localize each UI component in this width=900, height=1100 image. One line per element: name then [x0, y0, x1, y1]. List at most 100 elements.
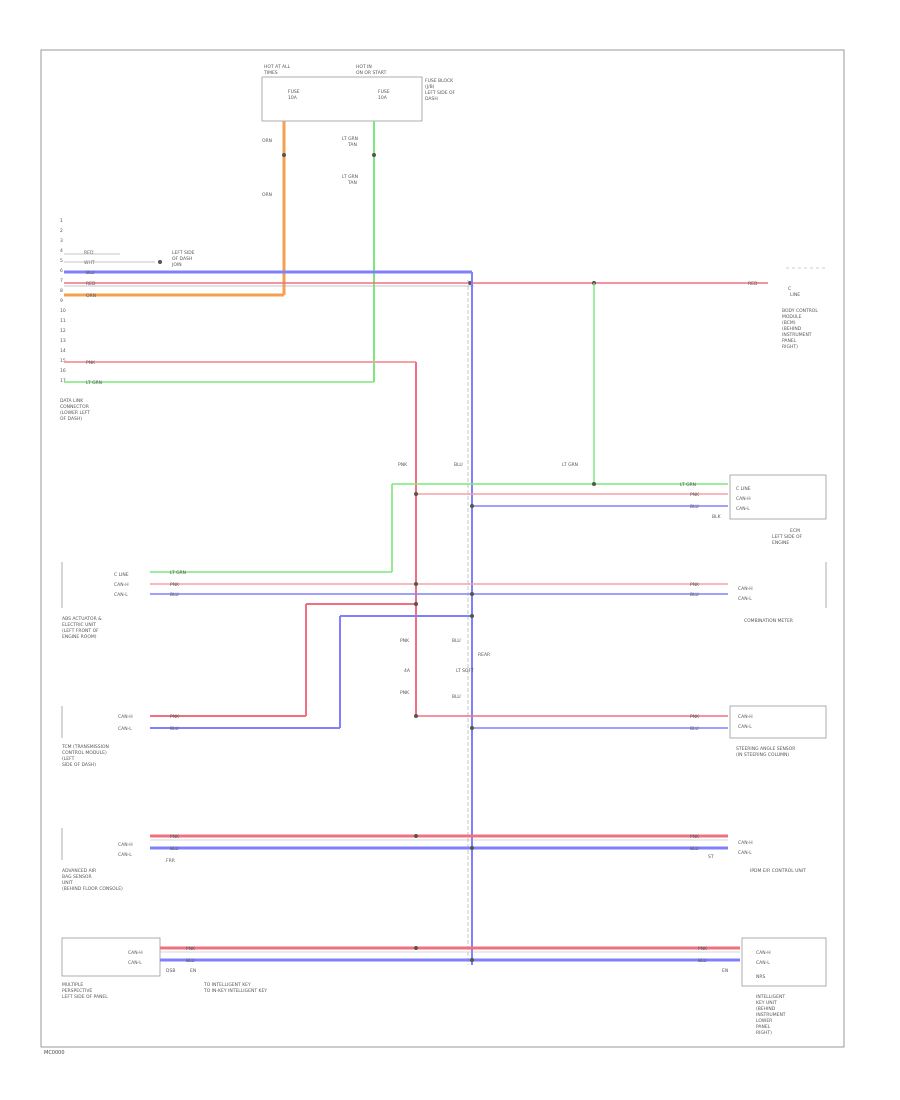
svg-text:BLU: BLU [170, 726, 179, 732]
svg-text:INSTRUMENT: INSTRUMENT [782, 332, 812, 338]
svg-text:PNK: PNK [170, 714, 180, 720]
svg-text:2: 2 [60, 228, 63, 234]
svg-text:CAN-H: CAN-H [114, 582, 129, 588]
svg-text:RIGHT): RIGHT) [782, 344, 798, 350]
svg-text:ENGINE ROOM): ENGINE ROOM) [62, 634, 97, 640]
svg-text:CONTROL MODULE): CONTROL MODULE) [62, 750, 107, 756]
diagram-frame [40, 49, 845, 1048]
svg-text:LT SOFT: LT SOFT [456, 668, 474, 674]
svg-text:BLU: BLU [690, 846, 699, 852]
svg-text:TAN: TAN [347, 180, 357, 186]
svg-text:(J/B): (J/B) [425, 84, 435, 90]
svg-text:PNK: PNK [86, 360, 96, 366]
svg-text:ORN: ORN [262, 192, 272, 198]
svg-text:PANEL: PANEL [756, 1024, 771, 1030]
svg-text:PNK: PNK [690, 492, 700, 498]
svg-text:ENGINE: ENGINE [772, 540, 789, 546]
svg-text:EN: EN [722, 968, 728, 974]
svg-text:(BEHIND FLOOR CONSOLE): (BEHIND FLOOR CONSOLE) [62, 886, 123, 892]
svg-text:(BEHIND: (BEHIND [782, 326, 802, 332]
svg-text:OF DASH: OF DASH [172, 256, 192, 262]
svg-text:FUSE: FUSE [288, 89, 300, 95]
svg-text:WHT: WHT [84, 260, 95, 266]
svg-text:LEFT SIDE: LEFT SIDE [172, 250, 195, 256]
svg-text:8: 8 [60, 288, 63, 294]
svg-text:CAN-L: CAN-L [738, 596, 752, 602]
svg-text:17: 17 [60, 378, 66, 384]
svg-text:1: 1 [60, 218, 63, 224]
svg-text:15: 15 [60, 358, 66, 364]
svg-text:C: C [788, 286, 791, 292]
row-abs-module: C LINE CAN-H CAN-L LT GRN PNK BLU ABS ACTUAT… [61, 562, 827, 640]
svg-text:LINE: LINE [790, 292, 800, 298]
svg-text:C LINE: C LINE [736, 486, 751, 492]
svg-text:PNK: PNK [400, 690, 410, 696]
svg-text:6: 6 [60, 268, 63, 274]
svg-text:INTELLIGENT: INTELLIGENT [756, 994, 785, 1000]
svg-text:FUSE BLOCK: FUSE BLOCK [425, 78, 454, 84]
svg-text:BLU: BLU [186, 958, 195, 964]
svg-text:PNK: PNK [698, 946, 708, 952]
svg-text:C LINE: C LINE [114, 572, 129, 578]
svg-text:LT GRN: LT GRN [562, 462, 578, 468]
svg-text:HOT AT ALL: HOT AT ALL [264, 64, 291, 70]
svg-text:PNK: PNK [186, 946, 196, 952]
svg-text:4A: 4A [404, 668, 411, 674]
svg-text:BLU: BLU [690, 592, 699, 598]
footer-code: MC0000 [44, 1050, 65, 1056]
svg-text:PANEL: PANEL [782, 338, 797, 344]
svg-text:PNK: PNK [170, 834, 180, 840]
svg-text:LOWER: LOWER [756, 1018, 772, 1024]
svg-text:COMBINATION METER: COMBINATION METER [744, 618, 793, 624]
svg-text:TO IN-KEY INTELLIGENT KEY: TO IN-KEY INTELLIGENT KEY [203, 988, 267, 994]
svg-text:BLU: BLU [454, 462, 463, 468]
svg-text:(IN STEERING COLUMN): (IN STEERING COLUMN) [736, 752, 789, 758]
svg-text:CAN-H: CAN-H [128, 950, 143, 956]
svg-text:ELECTRIC UNIT: ELECTRIC UNIT [62, 622, 96, 628]
svg-text:LEFT SIDE OF PANEL: LEFT SIDE OF PANEL [62, 994, 108, 1000]
svg-text:ECM: ECM [790, 528, 800, 534]
svg-text:RED: RED [84, 250, 94, 256]
svg-text:10A: 10A [288, 95, 298, 101]
svg-text:REAR: REAR [478, 652, 490, 658]
svg-text:ORN: ORN [262, 138, 272, 144]
svg-text:(BCM): (BCM) [782, 320, 796, 326]
svg-text:DSB: DSB [166, 968, 175, 974]
svg-text:BLU: BLU [452, 694, 461, 700]
svg-text:PNK: PNK [398, 462, 408, 468]
svg-text:CAN-L: CAN-L [756, 960, 770, 966]
svg-text:PNK: PNK [690, 834, 700, 840]
svg-text:TIMES: TIMES [263, 70, 278, 76]
svg-text:BLU: BLU [690, 504, 699, 510]
svg-text:TAN: TAN [347, 142, 357, 148]
svg-text:9: 9 [60, 298, 63, 304]
svg-text:JOIN: JOIN [171, 262, 182, 268]
svg-text:BLU: BLU [170, 592, 179, 598]
svg-text:(LEFT: (LEFT [62, 756, 75, 762]
svg-text:CAN-H: CAN-H [738, 840, 753, 846]
svg-text:DATA LINK: DATA LINK [60, 398, 84, 404]
svg-text:CAN-L: CAN-L [128, 960, 142, 966]
svg-text:PNK: PNK [690, 714, 700, 720]
svg-text:CAN-L: CAN-L [118, 852, 132, 858]
svg-text:CAN-H: CAN-H [756, 950, 771, 956]
svg-text:PNK: PNK [170, 582, 180, 588]
svg-text:CAN-L: CAN-L [738, 850, 752, 856]
svg-text:7: 7 [60, 278, 63, 284]
svg-text:LT GRN: LT GRN [170, 570, 186, 576]
svg-text:NRS: NRS [756, 974, 765, 980]
svg-text:MODULE: MODULE [782, 314, 802, 320]
svg-text:ABS ACTUATOR &: ABS ACTUATOR & [62, 616, 102, 622]
svg-text:10: 10 [60, 308, 66, 314]
svg-text:ON OR START: ON OR START [356, 70, 387, 76]
svg-text:EN: EN [190, 968, 196, 974]
svg-text:LEFT SIDE OF: LEFT SIDE OF [425, 90, 456, 96]
svg-text:CAN-H: CAN-H [118, 714, 133, 720]
svg-text:(BEHIND: (BEHIND [756, 1006, 776, 1012]
